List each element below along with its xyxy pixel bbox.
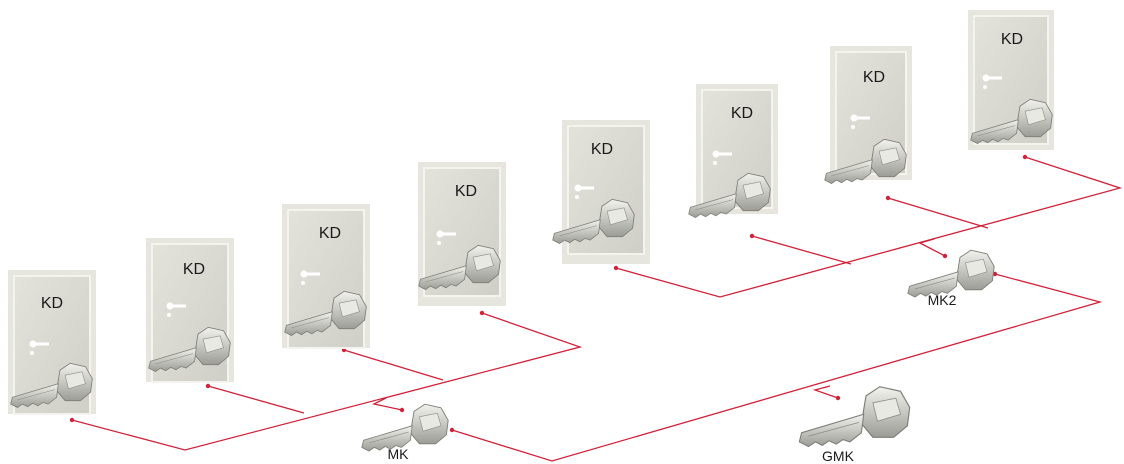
door-group: KD KD KD <box>8 10 1054 415</box>
door-1: KD <box>8 270 96 415</box>
connector-endpoint <box>885 195 891 201</box>
door-label: KD <box>41 295 63 312</box>
connector-endpoint <box>749 233 755 239</box>
door-6: KD <box>688 84 778 218</box>
keyhole-icon <box>982 74 1002 89</box>
key-label: GMK <box>822 448 855 464</box>
door-label: KD <box>591 141 613 158</box>
connector-line <box>918 238 946 257</box>
door-label: KD <box>863 69 885 86</box>
master-key-mk: MK <box>361 403 449 462</box>
connector-line <box>71 312 583 451</box>
master-key-mk2: MK2 <box>907 249 995 308</box>
keyhole-icon <box>166 302 186 317</box>
key-icon <box>798 386 911 448</box>
keyhole-icon <box>29 340 49 355</box>
connector-line <box>751 235 852 265</box>
keyhole-icon <box>574 184 594 199</box>
door-8: KD <box>968 10 1054 150</box>
door-label: KD <box>319 225 341 242</box>
connector-endpoint <box>835 395 841 401</box>
connector-endpoint <box>399 407 405 413</box>
door-2: KD <box>146 238 234 383</box>
connector-line <box>343 349 444 381</box>
grand-master-key-gmk: GMK <box>798 386 911 464</box>
key-icon <box>361 403 449 452</box>
key-label: MK2 <box>928 292 957 308</box>
wire-network <box>69 154 1123 462</box>
door-3: KD <box>282 204 370 349</box>
keyhole-icon <box>300 270 320 285</box>
keyhole-icon <box>436 230 456 245</box>
connector-endpoint <box>69 417 75 423</box>
connector-endpoint <box>942 253 948 259</box>
door-7: KD <box>824 46 912 184</box>
door-label: KD <box>183 261 205 278</box>
connector-line <box>207 385 305 414</box>
connector-line <box>812 385 839 399</box>
door-label: KD <box>731 105 753 122</box>
key-label: MK <box>388 446 410 462</box>
connector-line <box>372 397 403 411</box>
key-icon <box>907 249 995 298</box>
connector-endpoint <box>479 310 485 316</box>
door-4: KD <box>418 162 506 306</box>
connector-endpoint <box>1022 154 1028 160</box>
connector-endpoint <box>449 427 455 433</box>
connector-line <box>887 197 989 229</box>
connector-line <box>451 273 1103 462</box>
door-5: KD <box>552 120 650 264</box>
keyhole-icon <box>850 114 870 129</box>
door-label: KD <box>455 183 477 200</box>
connector-endpoint <box>205 383 211 389</box>
door-label: KD <box>1001 31 1023 48</box>
keyhole-icon <box>712 150 732 165</box>
connector-endpoint <box>613 265 619 271</box>
connector-endpoint <box>992 271 998 277</box>
